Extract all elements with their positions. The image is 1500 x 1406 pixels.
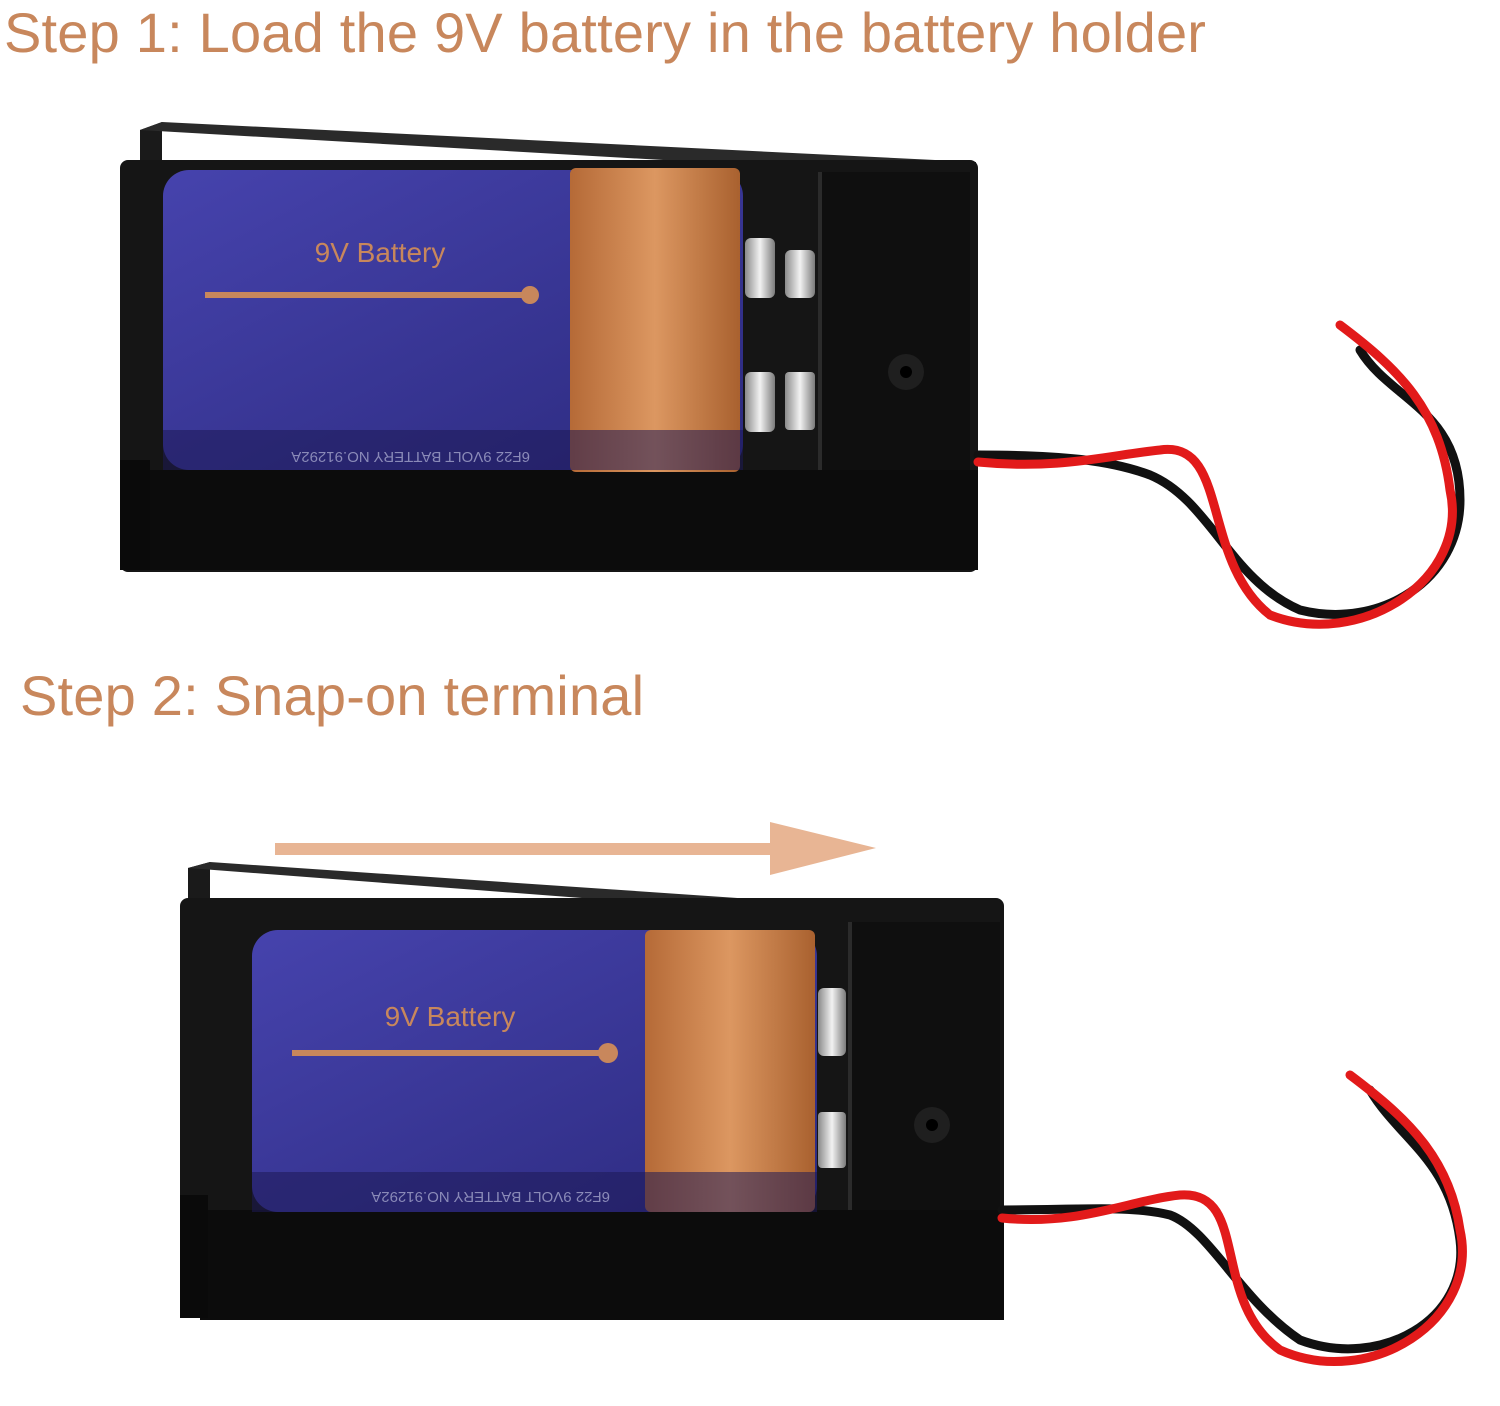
arrow-right-icon: [275, 822, 876, 875]
snap-cover: [848, 922, 1000, 1210]
photo-step-1: 9V Battery 6F22 9VOLT BATTERY NO.91292A: [0, 110, 1500, 670]
wire-leads: [973, 320, 1465, 629]
photo-step-2: 9V Battery 6F22 9VOLT BATTERY NO.91292A: [0, 800, 1500, 1406]
snap-cover: [818, 172, 970, 470]
battery-side-text: 6F22 9VOLT BATTERY NO.91292A: [371, 1188, 610, 1205]
battery-9v: 9V Battery 6F22 9VOLT BATTERY NO.91292A: [252, 930, 846, 1212]
step-1-title: Step 1: Load the 9V battery in the batte…: [4, 1, 1207, 64]
battery-holder-photo: 9V Battery 6F22 9VOLT BATTERY NO.91292A: [120, 122, 1465, 629]
battery-side-text: 6F22 9VOLT BATTERY NO.91292A: [291, 448, 530, 465]
step-2-title: Step 2: Snap-on terminal: [20, 664, 645, 727]
battery-holder-photo: 9V Battery 6F22 9VOLT BATTERY NO.91292A: [180, 822, 1467, 1366]
battery-label: 9V Battery: [315, 237, 446, 268]
wire-leads: [997, 1070, 1467, 1366]
battery-label: 9V Battery: [385, 1001, 516, 1032]
battery-9v: 9V Battery 6F22 9VOLT BATTERY NO.91292A: [163, 168, 815, 472]
